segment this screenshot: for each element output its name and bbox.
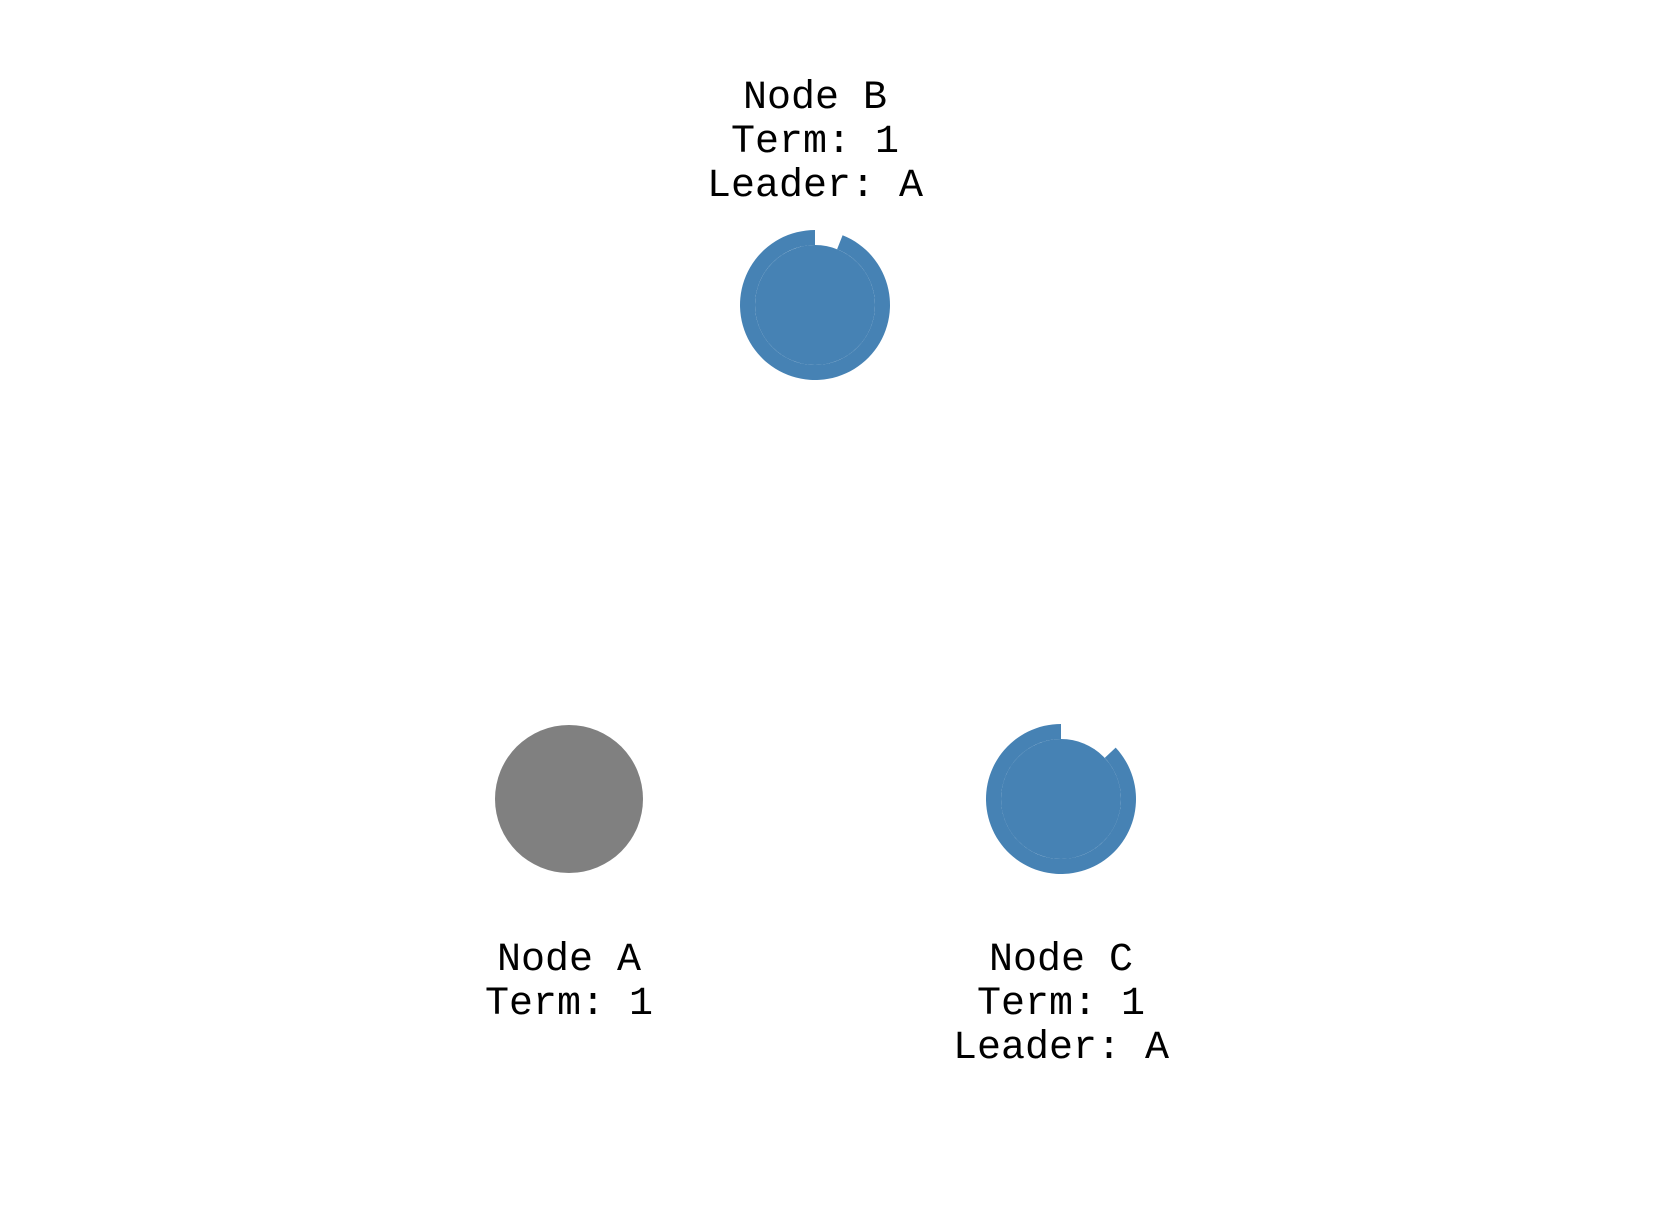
node-c-circle[interactable] <box>1001 739 1121 859</box>
node-c-leader: Leader: A <box>953 1026 1169 1071</box>
node-b: Node B Term: 1 Leader: A <box>707 76 923 380</box>
node-a-term: Term: 1 <box>485 982 653 1027</box>
node-a: Node A Term: 1 <box>485 725 653 1027</box>
node-a-circle[interactable] <box>495 725 643 873</box>
node-a-name: Node A <box>497 938 641 983</box>
node-c-name: Node C <box>989 938 1133 983</box>
node-b-leader: Leader: A <box>707 164 923 209</box>
node-b-name: Node B <box>743 76 887 121</box>
node-c: Node C Term: 1 Leader: A <box>953 724 1169 1071</box>
node-b-circle[interactable] <box>755 245 875 365</box>
node-b-term: Term: 1 <box>731 120 899 165</box>
node-c-term: Term: 1 <box>977 982 1145 1027</box>
